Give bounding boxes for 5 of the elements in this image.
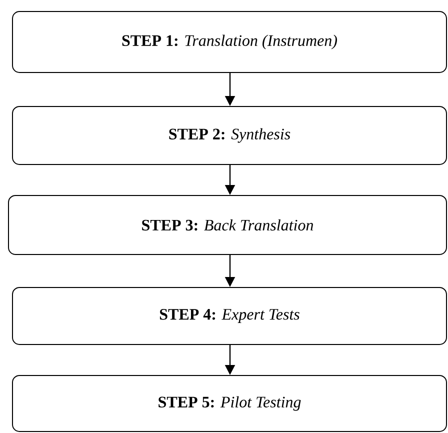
step-box: STEP 5: Pilot Testing: [12, 374, 447, 432]
step-box: STEP 2: Synthesis: [12, 106, 447, 165]
step-box: STEP 1: Translation (Instrumen): [12, 11, 447, 73]
step-box: STEP 4: Expert Tests: [12, 286, 447, 345]
step-box: STEP 3: Back Translation: [8, 195, 447, 255]
